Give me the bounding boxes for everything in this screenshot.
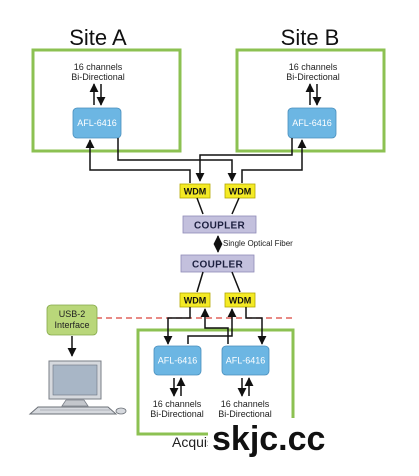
- lower-coupler: COUPLER: [180, 254, 255, 273]
- fiber-label: Single Optical Fiber: [223, 239, 293, 248]
- wdm-box: [224, 292, 256, 308]
- wdm-label: WDM: [184, 296, 207, 306]
- route-site-a-to-wdm-right: [117, 138, 237, 182]
- lower-coupler-to-wdm: [196, 271, 241, 293]
- site-b-channels-line1: 16 channels: [289, 62, 338, 72]
- device-box: [221, 345, 270, 376]
- coupler-box: [180, 254, 255, 273]
- usb-box: [46, 304, 98, 336]
- wdm-box: [179, 292, 211, 308]
- upper-coupler: COUPLER: [182, 215, 257, 234]
- site-a-frame: [31, 48, 182, 153]
- route-wdm-left-to-acq-left: [163, 307, 191, 345]
- lower-wdm-left: WDM: [179, 292, 211, 308]
- coupler-to-lower-wdm-left: [196, 271, 204, 293]
- upper-wdm-right: WDM: [224, 183, 256, 199]
- coupler-box: [182, 215, 257, 234]
- site-a-group: Site A 16 channels Bi-Directional AFL-64…: [31, 25, 182, 153]
- acq-left-channels-line1: 16 channels: [153, 399, 202, 409]
- site-b-device: [287, 107, 337, 139]
- route-site-b-to-wdm-left: [195, 138, 293, 182]
- route-wdm-right-to-acq-right: [245, 307, 267, 345]
- upper-routing: [85, 138, 307, 183]
- usb-label-line2: Interface: [54, 320, 89, 330]
- device-label: AFL-6416: [226, 356, 266, 366]
- device-label: AFL-6416: [158, 356, 198, 366]
- coupler-label: COUPLER: [194, 221, 245, 232]
- usb-label-line1: USB-2: [59, 309, 86, 319]
- acq-device-right: AFL-6416: [221, 345, 270, 376]
- site-b-frame: [235, 48, 386, 153]
- watermark-backdrop: [208, 418, 368, 460]
- wdm-label: WDM: [184, 187, 207, 197]
- wdm-to-upper-coupler: [196, 197, 240, 215]
- wdm-label: WDM: [229, 296, 252, 306]
- site-a-device-label: AFL-6416: [77, 118, 117, 128]
- device-box: [153, 345, 202, 376]
- upper-wdm-left: WDM: [179, 183, 211, 199]
- lower-routing: [163, 307, 267, 345]
- site-a-channels-line1: 16 channels: [74, 62, 123, 72]
- acq-right-channels-line2: Bi-Directional: [218, 409, 272, 419]
- wdm-box: [224, 183, 256, 199]
- acq-left-channels-line2: Bi-Directional: [150, 409, 204, 419]
- route-acq-right-to-wdm-left: [200, 308, 229, 344]
- lower-wdm-right: WDM: [224, 292, 256, 308]
- usb-interface: USB-2 Interface: [46, 304, 98, 336]
- route-acq-left-to-wdm-right: [187, 308, 237, 344]
- acq-right-channels-line1: 16 channels: [221, 399, 270, 409]
- site-a-title: Site A: [69, 25, 127, 50]
- site-a-device: [72, 107, 122, 139]
- site-b-title: Site B: [281, 25, 340, 50]
- computer-icon: [28, 360, 127, 415]
- site-b-channels-line2: Bi-Directional: [286, 72, 340, 82]
- acq-bidir-arrows: [169, 377, 254, 397]
- acq-device-left: AFL-6416: [153, 345, 202, 376]
- site-b-device-label: AFL-6416: [292, 118, 332, 128]
- watermark-text: skjc.cc: [212, 420, 325, 458]
- route-wdm-right-to-site-b: [241, 139, 307, 183]
- site-a-channels-line2: Bi-Directional: [71, 72, 125, 82]
- route-wdm-left-to-site-a: [85, 139, 191, 183]
- coupler-to-lower-wdm-right: [231, 271, 241, 293]
- upper-wdm-left-to-coupler: [196, 197, 204, 215]
- wdm-box: [179, 183, 211, 199]
- coupler-label: COUPLER: [192, 260, 243, 271]
- upper-wdm-right-to-coupler: [231, 197, 240, 215]
- site-b-group: Site B 16 channels Bi-Directional AFL-64…: [235, 25, 386, 153]
- wdm-label: WDM: [229, 187, 252, 197]
